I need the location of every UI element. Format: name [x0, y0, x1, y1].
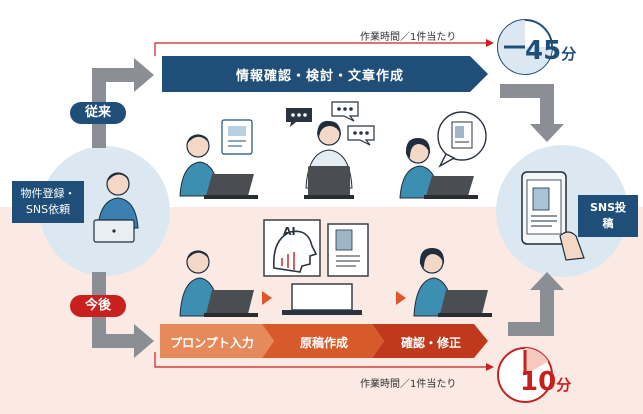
right-top-arrow-stem [540, 84, 554, 124]
left-down-arrow-head [134, 324, 154, 358]
ai-illustration [262, 218, 382, 320]
speech-bubble-icon-2 [330, 100, 360, 122]
after-step-3-shape [372, 324, 488, 358]
after-step-2-label: 原稿作成 [299, 336, 348, 350]
ai-head-label: AI [283, 225, 296, 238]
after-time-unit: 分 [556, 376, 572, 394]
after-time-line [154, 352, 486, 368]
after-step-1-shape [160, 324, 274, 358]
after-clock-fill [525, 348, 549, 375]
step-arrow-1 [262, 291, 272, 305]
client-worker-icon [88, 168, 158, 248]
right-bottom-arrow-head [530, 272, 564, 290]
right-top-arrow-bar [500, 84, 552, 98]
smartphone-icon [516, 170, 596, 265]
after-time-value: 10 [520, 367, 557, 397]
left-up-arrow-head [134, 58, 154, 92]
before-worker-3-icon [396, 110, 492, 200]
after-step-2-shape [262, 324, 384, 358]
after-step-3-label: 確認・修正 [400, 336, 461, 350]
left-down-arrow-bar [92, 334, 134, 348]
after-time-caption: 作業時間／1件当たり [360, 379, 457, 390]
before-time-line [154, 42, 486, 56]
speech-bubble-icon-3 [346, 124, 376, 146]
after-time-line-head [486, 363, 494, 371]
after-time-clock [494, 344, 556, 406]
left-up-arrow-bar [92, 68, 134, 82]
left-node-label: 物件登録・ SNS依頼 [12, 181, 84, 223]
before-time-value: 45 [525, 36, 562, 66]
before-time-line-head [486, 39, 494, 47]
after-worker-1-icon [176, 246, 262, 320]
before-worker-1-icon [176, 118, 262, 200]
right-top-arrow-head [530, 124, 564, 142]
after-tag: 今後 [70, 295, 126, 317]
after-time-value-wrap: 10分 [520, 369, 571, 395]
speech-bubble-icon-1 [284, 106, 314, 128]
right-bottom-arrow-stem [540, 290, 554, 336]
before-time-value-wrap: 45分 [525, 38, 576, 64]
after-step-1-label: プロンプト入力 [170, 336, 254, 350]
before-time-unit: 分 [561, 45, 577, 63]
after-worker-2-icon [410, 246, 496, 320]
before-time-caption: 作業時間／1件当たり [360, 32, 457, 43]
before-time-clock [494, 16, 556, 78]
before-task-band-shape [162, 56, 488, 92]
right-node-label: SNS投稿 [578, 195, 638, 237]
before-tag: 従来 [70, 102, 126, 124]
step-arrow-2 [396, 291, 406, 305]
before-task-band-label: 情報確認・検討・文章作成 [235, 69, 404, 84]
before-worker-2-icon [298, 118, 360, 200]
